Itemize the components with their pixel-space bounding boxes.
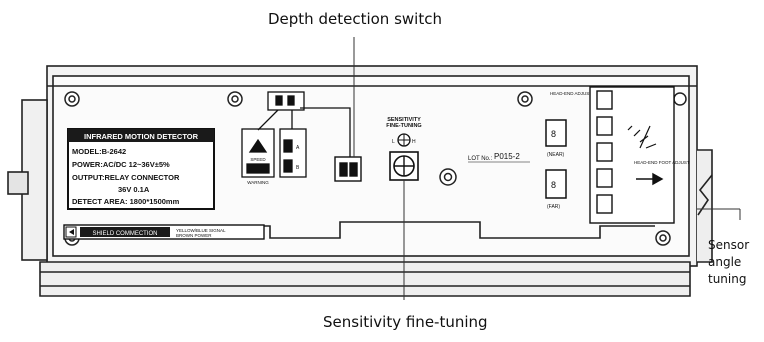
connector-label-signal: YELLOW/BLUE SIGNAL [176, 228, 226, 233]
callout-sensitivity: Sensitivity fine-tuning [323, 313, 488, 331]
svg-text:H: H [412, 139, 416, 145]
svg-text:HEAD-END ADJUSTMENT: HEAD-END ADJUSTMENT [550, 91, 605, 96]
svg-text:SENSITIVITY: SENSITIVITY [387, 117, 421, 123]
svg-text:WARNING: WARNING [247, 180, 269, 185]
step-button-5[interactable] [596, 194, 613, 214]
svg-text:SPEED: SPEED [250, 157, 266, 162]
svg-text:8: 8 [551, 180, 556, 190]
step-button-3[interactable] [596, 142, 613, 162]
angle-gauge-icon [627, 125, 657, 149]
angle-step-panel: HEAD-END FOOT ADJUST [589, 86, 690, 224]
far-button[interactable] [545, 169, 567, 199]
plate-output: OUTPUT:RELAY CONNECTOR [72, 173, 180, 182]
svg-text:(NEAR): (NEAR) [547, 152, 565, 158]
indicator-block: SPEED WARNING A B [241, 91, 351, 185]
leader-lines [353, 37, 741, 300]
svg-text:FINE-TUNING: FINE-TUNING [386, 123, 421, 129]
screw-icon [673, 92, 687, 106]
lot-number: LOT No.: P015-2 [468, 152, 530, 163]
depth-switch[interactable] [334, 156, 362, 182]
connector-strip: SHIELD COMMECTION YELLOW/BLUE SIGNAL BRO… [63, 224, 265, 240]
sensitivity-panel: SENSITIVITY FINE-TUNING L H [386, 117, 422, 181]
svg-text:(FAR): (FAR) [547, 204, 560, 210]
plate-model: MODEL:B-2642 [72, 147, 126, 156]
connector-label-shield: SHIELD COMMECTION [92, 231, 157, 237]
callout-depth-switch: Depth detection switch [268, 10, 442, 28]
plate-rating: 36V 0.1A [118, 185, 150, 194]
near-button[interactable] [545, 119, 567, 147]
callout-sensor-angle-line: angle [708, 255, 742, 269]
step-button-4[interactable] [596, 168, 613, 188]
svg-text:P015-2: P015-2 [494, 152, 520, 161]
plate-power: POWER:AC/DC 12~36V±5% [72, 160, 170, 169]
step-button-2[interactable] [596, 116, 613, 136]
callout-sensor-angle-line: tuning [708, 272, 747, 286]
svg-text:HEAD-END FOOT ADJUST: HEAD-END FOOT ADJUST [634, 160, 690, 165]
callout-sensor-angle: Sensor angle tuning [708, 237, 764, 288]
svg-text:A: A [296, 145, 300, 151]
label-plate: INFRARED MOTION DETECTOR MODEL:B-2642 PO… [67, 128, 215, 210]
warning-icon [248, 138, 268, 153]
plate-title: INFRARED MOTION DETECTOR [84, 132, 199, 141]
head-adjust: HEAD-END ADJUSTMENT 8 (NEAR) 8 (FAR) [545, 91, 605, 210]
callout-sensor-angle-line: Sensor [708, 238, 750, 252]
svg-text:8: 8 [551, 129, 556, 139]
arrow-icon [69, 229, 74, 235]
step-button-1[interactable] [596, 90, 613, 110]
svg-text:LOT No.:: LOT No.: [468, 156, 493, 162]
plate-detect: DETECT AREA: 1800*1500mm [72, 197, 180, 206]
svg-text:B: B [296, 165, 300, 171]
connector-label-power: BROWN POWER [176, 233, 212, 238]
svg-text:L: L [392, 139, 395, 145]
